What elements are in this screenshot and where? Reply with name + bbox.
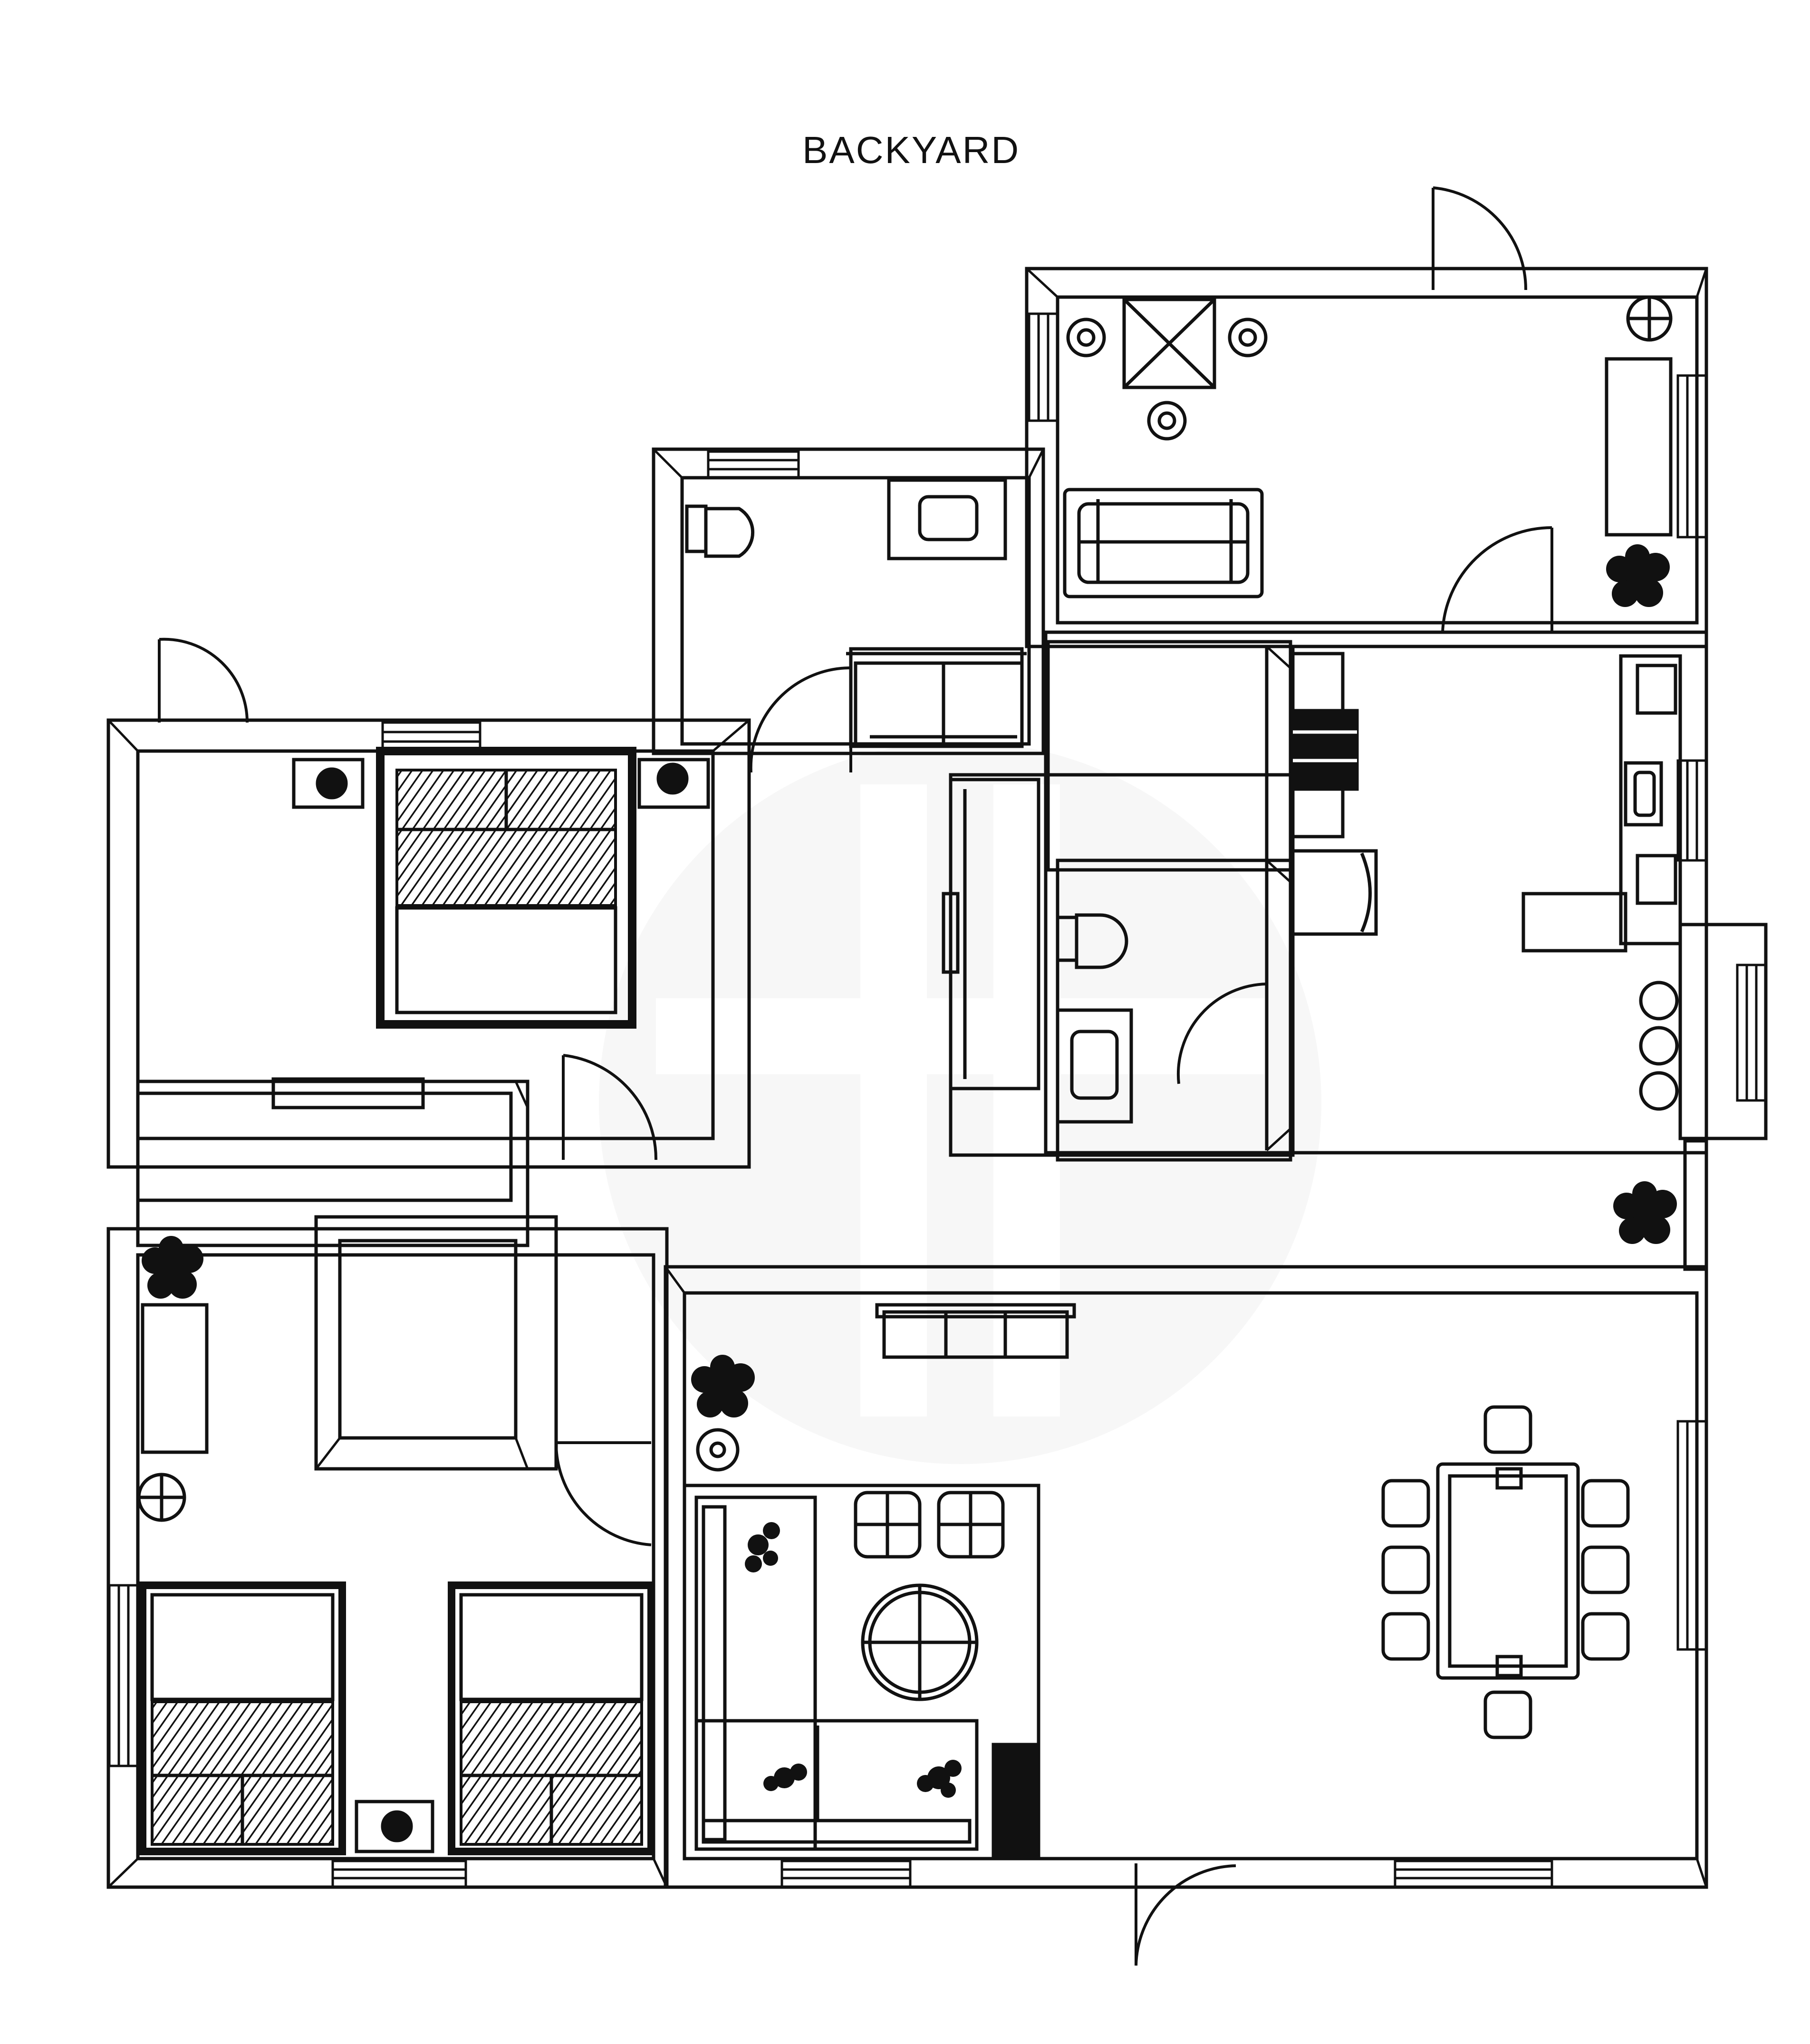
wall-corners [107,268,1708,1888]
wardrobe [136,778,1040,1202]
stove-icon [1289,652,1378,936]
bathtub-icon [1063,488,1264,598]
bed-icon [139,1581,655,1855]
shower-icon [1122,298,1216,389]
nightstand-lamp-icon [292,758,710,809]
plant-icon [142,544,1677,1798]
toilet-icon [685,504,1128,969]
cabinet [141,357,1673,1454]
sink-icon [887,478,1663,1124]
dining-table-icon [1436,1462,1580,1680]
armchair-icon [854,1491,1005,1559]
dining-chair-icon [1381,1405,1630,1739]
plant-pot-icon [137,295,1679,1522]
living-area-rug [683,1484,1040,1861]
washer-icon [846,647,1027,748]
tv-console [992,1743,1040,1861]
kitchen-counter [1619,654,1682,945]
nightstand-lamp-icon [355,1800,434,1853]
coffee-table-icon [861,1583,979,1701]
watermark-logo-icon [599,742,1321,1464]
backyard-label: BACKYARD [802,129,1021,171]
window-icon [108,312,1767,1889]
bed-icon [376,747,636,1029]
sofa-icon [694,1303,1076,1851]
